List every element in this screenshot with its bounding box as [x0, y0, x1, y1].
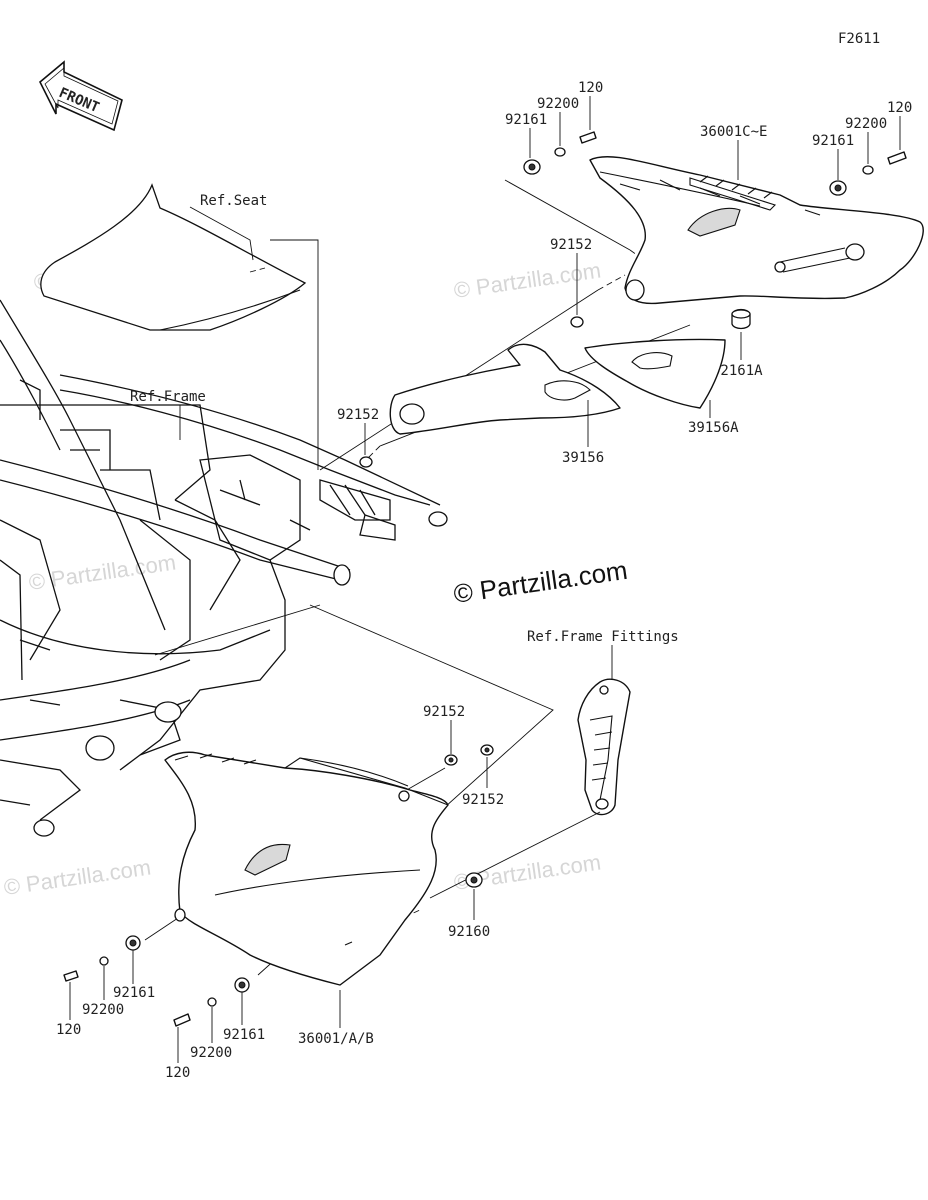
label-92152-upper: 92152 [550, 237, 592, 253]
lower-mid-hardware: 92161 92200 120 [165, 977, 265, 1081]
frame-reference: Ref.Frame [0, 299, 448, 837]
label-92161-lower-mid: 92161 [223, 1027, 265, 1043]
lower-side-cover: 36001/A/B [164, 751, 449, 1047]
bolt-120-upper-left [579, 131, 597, 144]
watermark-faint: © Partzilla.com [452, 850, 602, 895]
washer-92200-upper-right [862, 165, 874, 175]
label-92152-lower-b: 92152 [462, 792, 504, 808]
washer-92200-lower-mid [207, 997, 217, 1007]
washer-92200-upper-left [554, 147, 566, 157]
upper-side-cover: 36001C~E [589, 124, 924, 305]
label-92161-upper-left: 92161 [505, 112, 547, 128]
pad-39156: 39156 [389, 343, 621, 466]
label-92160: 92160 [448, 924, 490, 940]
label-92161-upper-right: 92161 [812, 133, 854, 149]
label-92200-lower-mid: 92200 [190, 1045, 232, 1061]
bolt-120-lower-left [63, 970, 79, 982]
label-120-upper-right: 120 [887, 100, 912, 116]
upper-right-hardware: 120 92200 92161 [812, 100, 912, 196]
lower-grommets: 92152 92152 [423, 704, 504, 808]
label-92200-upper-right: 92200 [845, 116, 887, 132]
label-120-lower-left: 120 [56, 1022, 81, 1038]
label-39156: 39156 [562, 450, 604, 466]
label-120-lower-mid: 120 [165, 1065, 190, 1081]
pad-39156A: 39156A [584, 338, 739, 436]
diagram-code: F2611 [838, 31, 880, 47]
grommet-92152-upper: 92152 [550, 237, 592, 328]
lower-left-hardware: 92161 92200 120 [56, 935, 155, 1038]
upper-left-hardware: 120 92200 92161 [505, 80, 603, 175]
bolt-120-upper-right [887, 151, 907, 165]
label-92161A: 92161A [712, 363, 763, 379]
ref-frame-fittings-label: Ref.Frame Fittings [527, 629, 679, 645]
watermark-faint: © Partzilla.com [452, 258, 602, 303]
label-92152-lower-a: 92152 [423, 704, 465, 720]
washer-92200-lower-left [99, 956, 109, 966]
front-arrow-icon: FRONT [39, 60, 123, 132]
label-92200-upper-left: 92200 [537, 96, 579, 112]
seat-reference: Ref.Seat [40, 183, 319, 470]
label-92200-lower-left: 92200 [82, 1002, 124, 1018]
label-39156A: 39156A [688, 420, 739, 436]
label-36001-A-B: 36001/A/B [298, 1031, 374, 1047]
label-36001C-E: 36001C~E [700, 124, 767, 140]
bolt-120-lower-mid [173, 1013, 191, 1027]
frame-fittings-reference: Ref.Frame Fittings [527, 629, 679, 816]
grommet-92160: 92160 [448, 872, 490, 940]
grommet-92152-frame: 92152 [337, 407, 379, 468]
label-92161-lower-left: 92161 [113, 985, 155, 1001]
watermark-center: © Partzilla.com [452, 555, 630, 609]
ref-frame-label: Ref.Frame [130, 389, 206, 405]
damper-92161A: 92161A [712, 308, 763, 379]
ref-seat-label: Ref.Seat [200, 193, 267, 209]
watermark-faint: © Partzilla.com [2, 855, 152, 900]
label-92152-frame: 92152 [337, 407, 379, 423]
label-120-upper-left: 120 [578, 80, 603, 96]
